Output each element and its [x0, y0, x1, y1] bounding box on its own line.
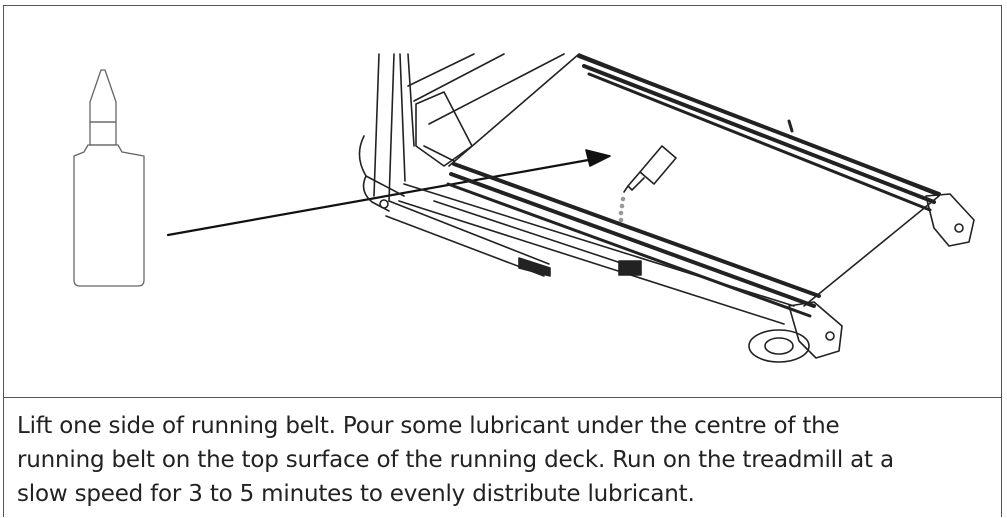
treadmill-illustration — [358, 53, 975, 363]
lubricant-bottle-icon — [73, 69, 145, 287]
instruction-text: Lift one side of running belt. Pour some… — [17, 409, 997, 511]
instruction-panel — [3, 5, 1002, 517]
instruction-line: slow speed for 3 to 5 minutes to evenly … — [17, 481, 695, 507]
instruction-line: Lift one side of running belt. Pour some… — [17, 413, 840, 439]
instruction-line: running belt on the top surface of the r… — [17, 447, 894, 473]
treadmill-lubrication-illustration — [73, 53, 975, 363]
pouring-bottle-icon — [618, 145, 677, 223]
pointer-arrow-icon — [166, 149, 611, 237]
panel-divider — [3, 397, 1002, 398]
